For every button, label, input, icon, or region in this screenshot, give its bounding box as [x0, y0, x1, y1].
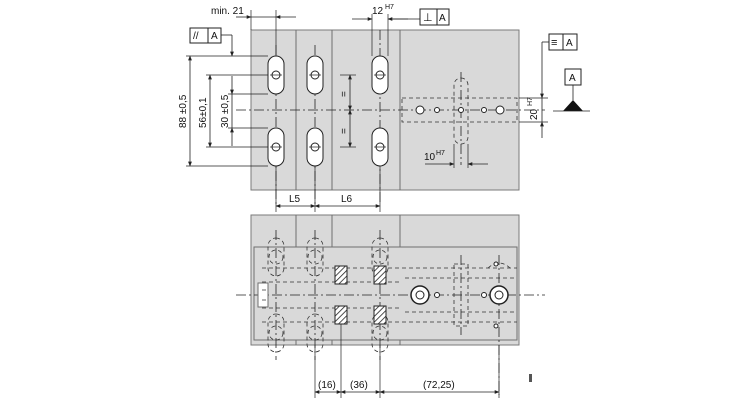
dim-88-label: 88 ±0,5	[178, 94, 189, 128]
dim-l6-label: L6	[341, 194, 353, 205]
hatched-clamp-1	[334, 265, 348, 285]
hidden-groove	[401, 97, 518, 123]
hatched-clamp-4	[373, 305, 387, 325]
symmetry-datum: A	[566, 38, 573, 49]
left-end-cap	[257, 282, 269, 308]
dim-l5-label: L5	[289, 194, 301, 205]
hidden-slot-b4	[267, 313, 285, 353]
bolt-right-inner	[494, 290, 504, 300]
perpendicularity-datum: A	[439, 13, 446, 24]
hidden-slot-b5	[306, 313, 324, 353]
small-hole-2	[481, 292, 487, 298]
right-hole-5	[495, 105, 505, 115]
datum-triangle-icon	[563, 100, 583, 111]
bolt-left-inner	[415, 290, 425, 300]
dim-56-label: 56±0,1	[198, 97, 209, 128]
dim-equal-bottom: =	[339, 128, 350, 134]
top-view: min. 21 12 H7 ⊥ A // A 88 ±0,5	[178, 4, 590, 212]
dim-12-tolerance: H7	[385, 4, 394, 11]
marker-icon	[529, 374, 532, 382]
hatched-clamp-3	[373, 265, 387, 285]
dim-min-21-label: min. 21	[211, 6, 244, 17]
datum-a-label: A	[569, 73, 576, 84]
dim-20-tolerance: H7	[527, 97, 534, 106]
right-hole-1	[415, 105, 425, 115]
small-hole-1	[434, 292, 440, 298]
datum-a-symbol: A	[553, 68, 590, 112]
dim-12-value: 12	[372, 6, 384, 17]
right-hole-4	[481, 107, 487, 113]
dim-10-tolerance: H7	[436, 150, 445, 157]
parallelism-datum: A	[211, 31, 218, 42]
dim-72-label: (72,25)	[423, 380, 455, 391]
hatched-clamp-2	[334, 305, 348, 325]
dim-16-label: (16)	[318, 380, 336, 391]
right-hole-2	[434, 107, 440, 113]
dim-equal-top: =	[339, 91, 350, 97]
dim-36-label: (36)	[350, 380, 368, 391]
notch-top	[487, 262, 511, 269]
parallelism-icon: //	[193, 31, 199, 42]
gdt-perpendicularity-frame: ⊥ A	[419, 8, 450, 26]
bottom-rail	[253, 246, 518, 341]
dim-10-value: 10	[424, 152, 436, 163]
perpendicularity-icon: ⊥	[423, 12, 433, 24]
dim-20-value: 20	[529, 108, 540, 120]
gdt-symmetry-frame: ≡ A	[541, 33, 578, 82]
dim-30-label: 30 ±0,5	[220, 94, 231, 128]
symmetry-icon: ≡	[551, 37, 557, 49]
gdt-parallelism-frame: // A	[189, 27, 234, 57]
bottom-view: (16) (36) (72,25)	[236, 214, 545, 398]
right-hole-3	[458, 107, 464, 113]
